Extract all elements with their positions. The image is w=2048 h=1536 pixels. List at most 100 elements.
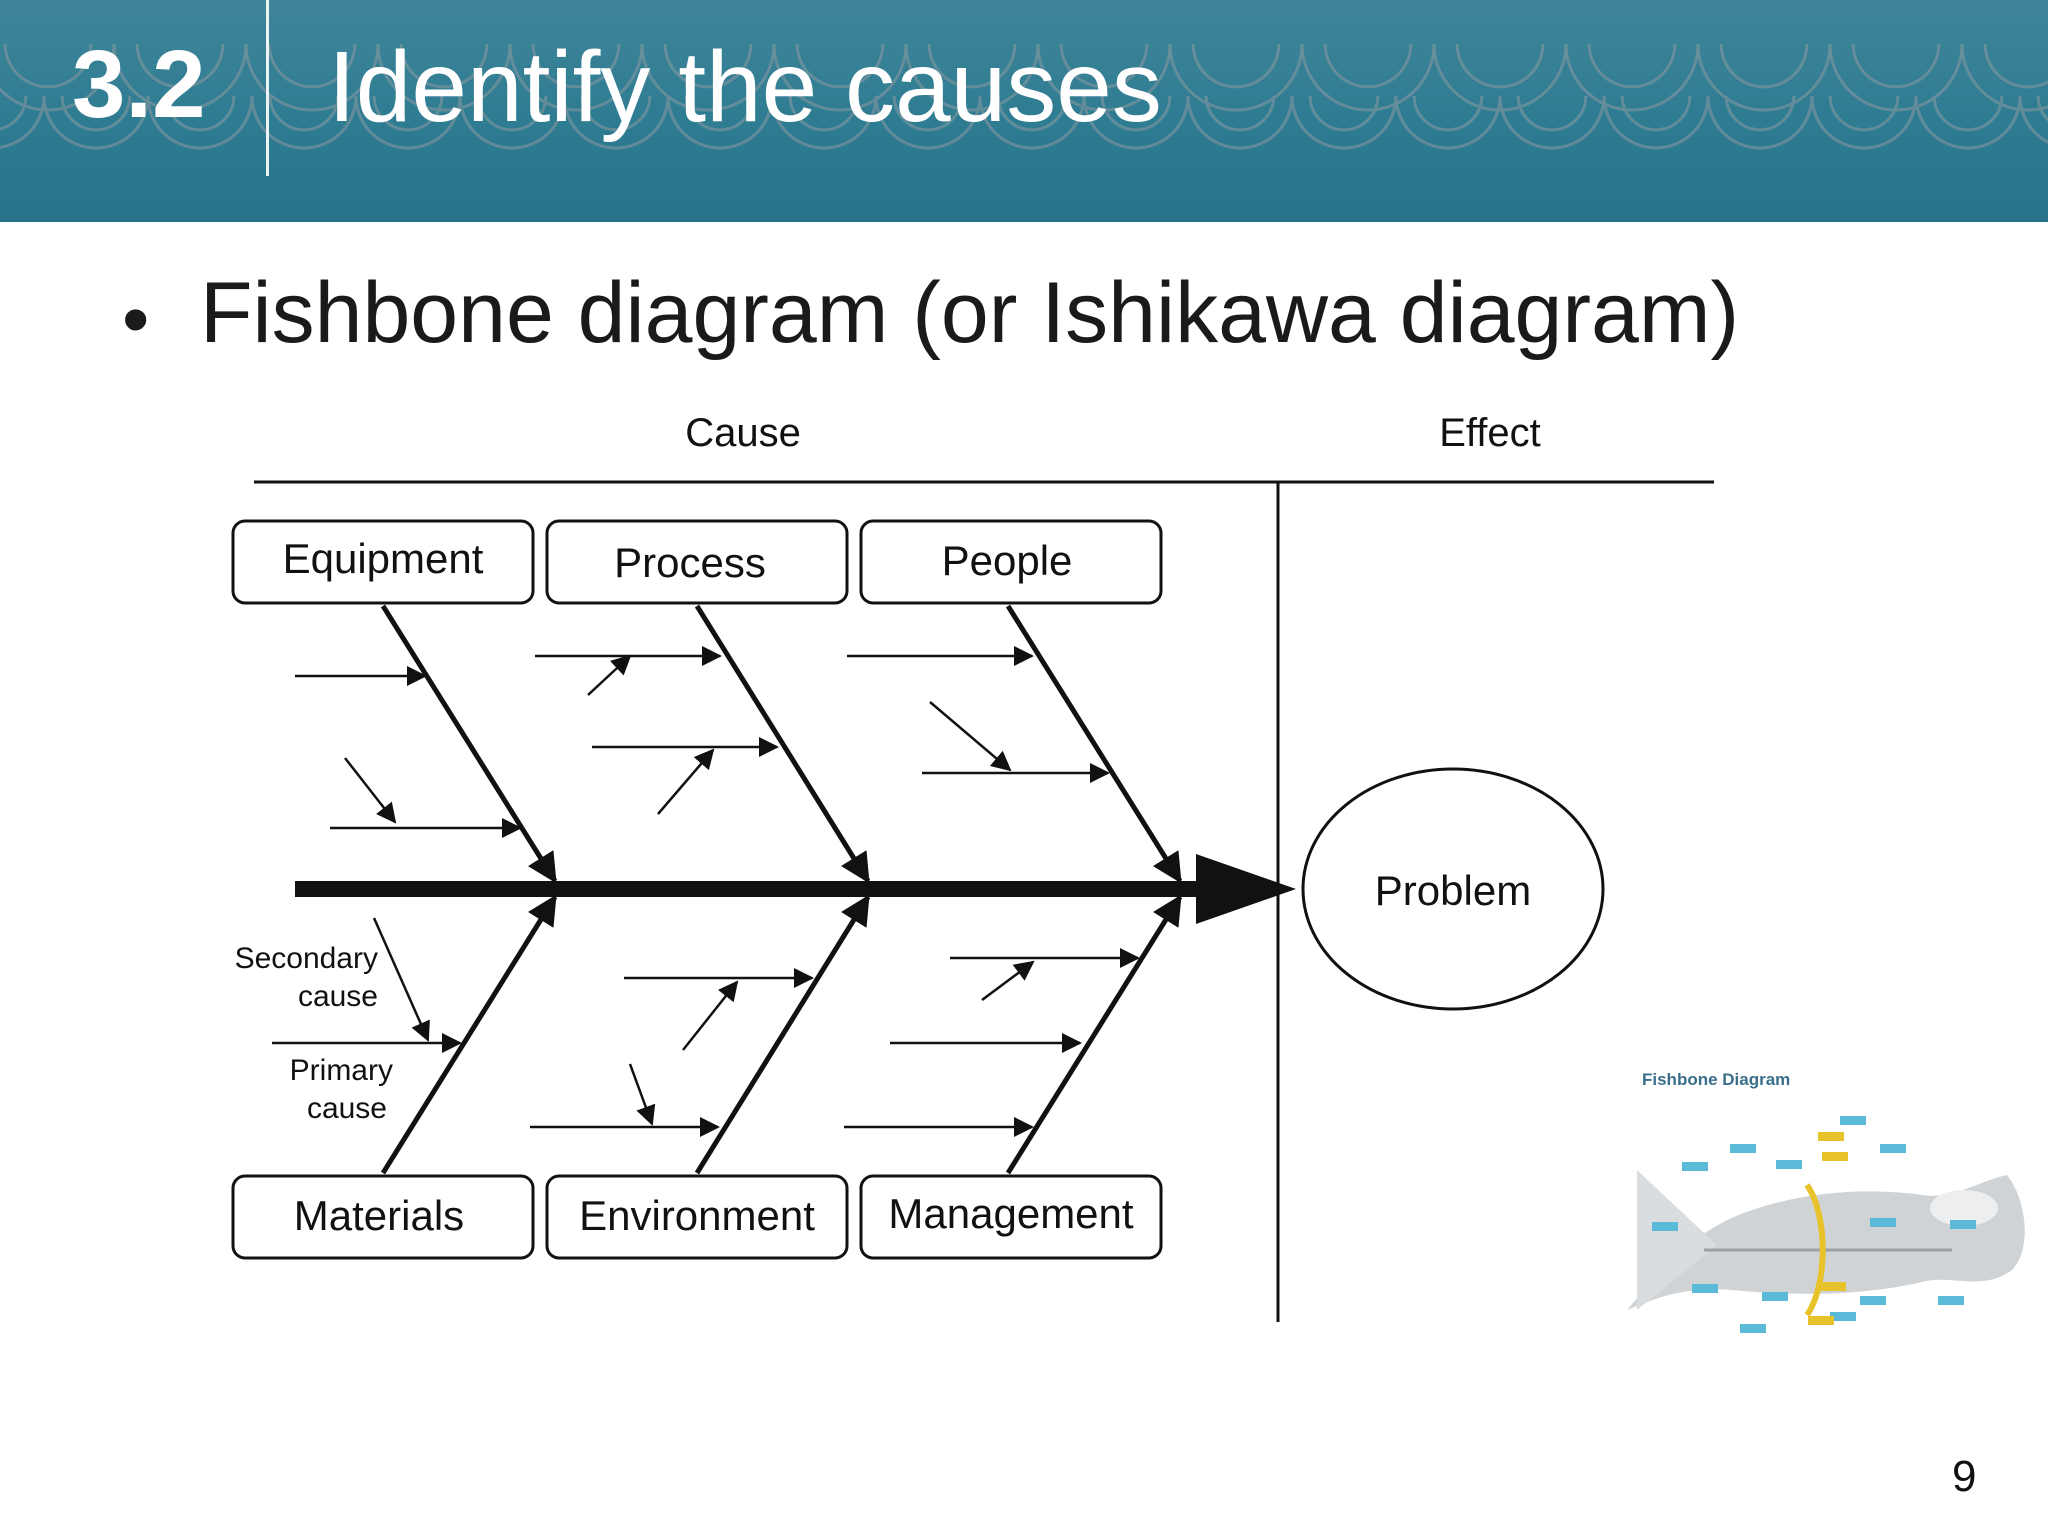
fish-tail xyxy=(1637,1170,1717,1310)
lace-arc xyxy=(1620,95,1692,132)
fish-body xyxy=(1627,1175,2025,1310)
lace-arc xyxy=(531,43,621,89)
lace-arc xyxy=(1564,43,1700,112)
lace-arc xyxy=(42,95,150,150)
lace-arc xyxy=(0,95,28,131)
secondary-cause-arrow xyxy=(372,917,430,1042)
lace-arc xyxy=(580,95,652,132)
annotation-primary-line2: cause xyxy=(307,1092,387,1125)
lace-arc xyxy=(1300,43,1436,112)
lace-arc xyxy=(1719,43,1809,89)
lace-arc xyxy=(1810,95,1918,150)
lace-arc xyxy=(1828,95,1900,132)
effect-heading: Effect xyxy=(1439,411,1541,455)
lace-arc xyxy=(927,43,1017,89)
lace-arc xyxy=(1696,43,1832,112)
lace-arc xyxy=(978,95,1086,150)
header-divider xyxy=(266,0,269,176)
lace-arc xyxy=(1059,43,1149,89)
lace-arc xyxy=(666,95,774,150)
secondary-cause-arrow xyxy=(587,654,632,696)
annotation-secondary-line2: cause xyxy=(298,980,378,1013)
bullet-icon: • xyxy=(122,275,150,363)
fish-yellow-bone xyxy=(1804,1183,1826,1317)
lace-arc xyxy=(663,43,753,89)
lace-arc xyxy=(1706,95,1814,150)
lace-arc xyxy=(0,43,116,112)
bone-materials xyxy=(380,894,558,1175)
lace-arc xyxy=(60,95,132,132)
secondary-cause-arrow xyxy=(657,748,715,815)
category-box-people xyxy=(859,519,1163,605)
lace-arc xyxy=(1983,43,2048,89)
lace-arc xyxy=(1082,95,1190,150)
lace-arc xyxy=(372,95,444,132)
lace-arc xyxy=(640,43,776,112)
secondary-cause-arrow xyxy=(344,757,397,824)
bone-environment xyxy=(694,894,871,1175)
lace-arc xyxy=(508,43,644,112)
lace-arc xyxy=(250,95,358,150)
lace-arc xyxy=(874,95,982,150)
bone-process xyxy=(694,604,871,884)
secondary-cause-arrow xyxy=(682,980,739,1051)
annotation-primary-line1: Primary xyxy=(290,1054,393,1087)
header-band: 3.2 Identify the causes xyxy=(0,0,2048,222)
lace-arc xyxy=(244,43,380,112)
lace-arc xyxy=(1587,43,1677,89)
category-label-process: Process xyxy=(614,539,766,586)
problem-ellipse xyxy=(1301,767,1605,1011)
lace-arc xyxy=(135,43,225,89)
lace-arc xyxy=(1191,43,1281,89)
lace-arc xyxy=(1455,43,1545,89)
lace-arc xyxy=(1394,95,1502,150)
category-label-people: People xyxy=(942,537,1073,584)
thumbnail-yellow-boxes xyxy=(1808,1132,1848,1325)
category-label-management: Management xyxy=(888,1190,1133,1237)
category-label-equipment: Equipment xyxy=(283,535,484,582)
lace-arc xyxy=(996,95,1068,132)
category-box-management xyxy=(859,1174,1163,1260)
secondary-cause-arrows xyxy=(344,654,1035,1126)
fishbone-thumbnail: Fishbone Diagram xyxy=(1627,1070,2025,1333)
bullet-text: Fishbone diagram (or Ishikawa diagram) xyxy=(200,265,1740,361)
bone-management xyxy=(1005,894,1183,1175)
lace-arc xyxy=(1323,43,1413,89)
lace-arc xyxy=(3,43,93,89)
lace-arc xyxy=(788,95,860,132)
category-label-materials: Materials xyxy=(294,1192,464,1239)
lace-arc xyxy=(770,95,878,150)
lace-arc xyxy=(112,43,248,112)
lace-arc xyxy=(399,43,489,89)
lace-arc xyxy=(1516,95,1588,132)
lace-arc xyxy=(146,95,254,150)
category-label-environment: Environment xyxy=(579,1192,815,1239)
lace-arc xyxy=(904,43,1040,112)
lace-arc xyxy=(795,43,885,89)
lace-arc xyxy=(1186,95,1294,150)
lace-arc xyxy=(1932,95,2004,132)
lace-arc xyxy=(562,95,670,150)
lace-arc xyxy=(1290,95,1398,150)
lace-arc xyxy=(1498,95,1606,150)
lace-arc xyxy=(772,43,908,112)
lace-arc xyxy=(1914,95,2022,150)
lace-arc xyxy=(1204,95,1276,132)
lace-arc xyxy=(892,95,964,132)
header-lace-pattern xyxy=(0,43,2048,150)
category-box-environment xyxy=(545,1174,849,1260)
lace-arc xyxy=(0,95,46,149)
bone-people xyxy=(1005,604,1183,884)
lace-arc xyxy=(2018,95,2048,144)
section-number: 3.2 xyxy=(72,31,206,138)
thumbnail-boxes xyxy=(1652,1116,1976,1333)
secondary-cause-arrow xyxy=(981,960,1035,1002)
category-box-materials xyxy=(231,1174,535,1260)
annotation-secondary-line1: Secondary xyxy=(235,942,378,975)
cause-heading: Cause xyxy=(685,411,801,455)
slide-title: Identify the causes xyxy=(328,31,1162,143)
lace-arc xyxy=(1724,95,1796,132)
problem-label: Problem xyxy=(1375,867,1531,914)
lace-arc xyxy=(354,95,462,150)
